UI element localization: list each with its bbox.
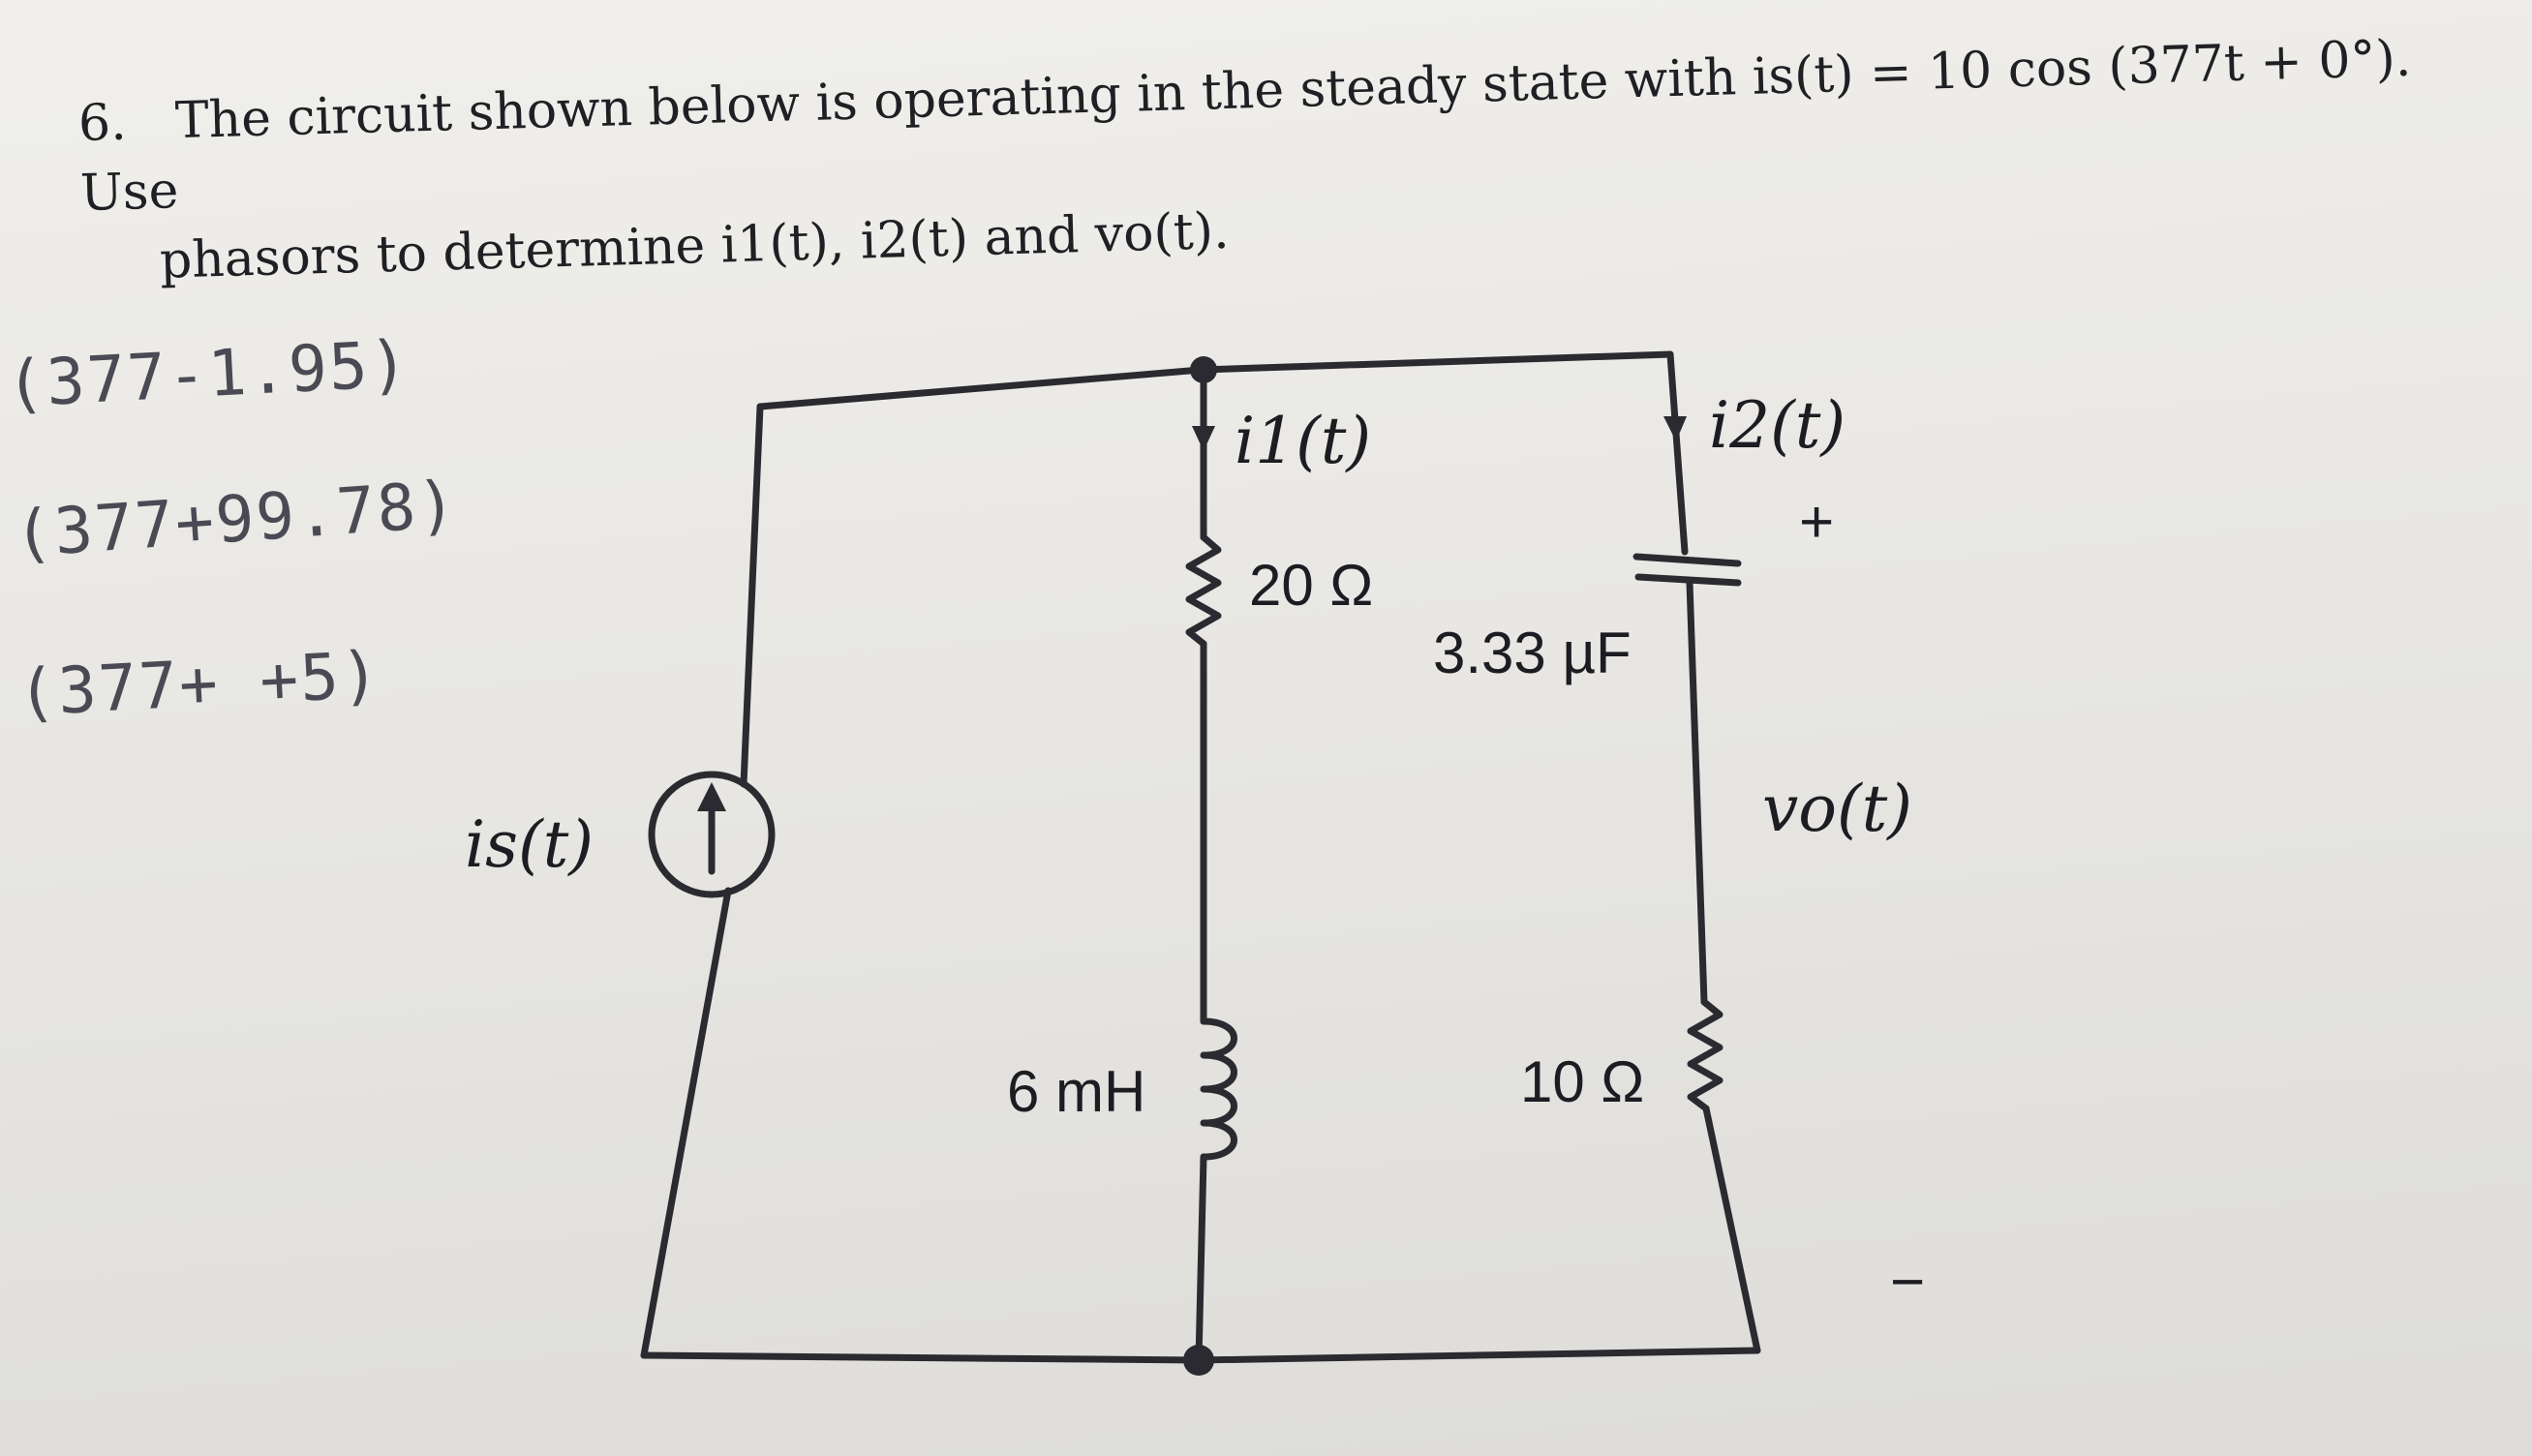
plus-sign: + [1799, 489, 1834, 556]
right-wire-mid [1686, 579, 1708, 1006]
source-arrow-icon [697, 782, 726, 811]
top-wire-left [756, 366, 1205, 410]
bottom-wire-left [640, 1351, 1203, 1364]
middle-wire-bottom [1195, 1153, 1207, 1364]
right-wire-top [1666, 350, 1689, 556]
i2-arrow-icon [1663, 416, 1687, 441]
i2-label: i2(t) [1709, 388, 1846, 463]
current-source-circle [648, 771, 776, 898]
minus-sign: − [1890, 1249, 1925, 1316]
bottom-node-dot [1183, 1345, 1214, 1376]
source-label: is(t) [465, 807, 594, 882]
bottom-wire-right [1195, 1347, 1761, 1364]
top-node-dot [1190, 356, 1217, 383]
left-wire-lower [640, 887, 732, 1359]
i1-arrow-icon [1192, 426, 1215, 451]
inductor-label: 6 mH [1007, 1059, 1145, 1124]
resistor-20-label: 20 Ω [1249, 553, 1373, 618]
capacitor-plate-top [1632, 553, 1742, 567]
right-wire-bottom [1702, 1105, 1761, 1354]
vo-label: vo(t) [1762, 772, 1912, 846]
inductor-coil [1200, 1017, 1237, 1161]
i1-label: i1(t) [1235, 404, 1371, 478]
top-wire-right [1197, 350, 1674, 374]
resistor-10-zigzag [1687, 998, 1724, 1112]
left-wire-upper [740, 403, 764, 788]
resistor-10-label: 10 Ω [1520, 1049, 1644, 1114]
resistor-20-zigzag [1185, 533, 1222, 648]
capacitor-label: 3.33 µF [1433, 621, 1632, 685]
